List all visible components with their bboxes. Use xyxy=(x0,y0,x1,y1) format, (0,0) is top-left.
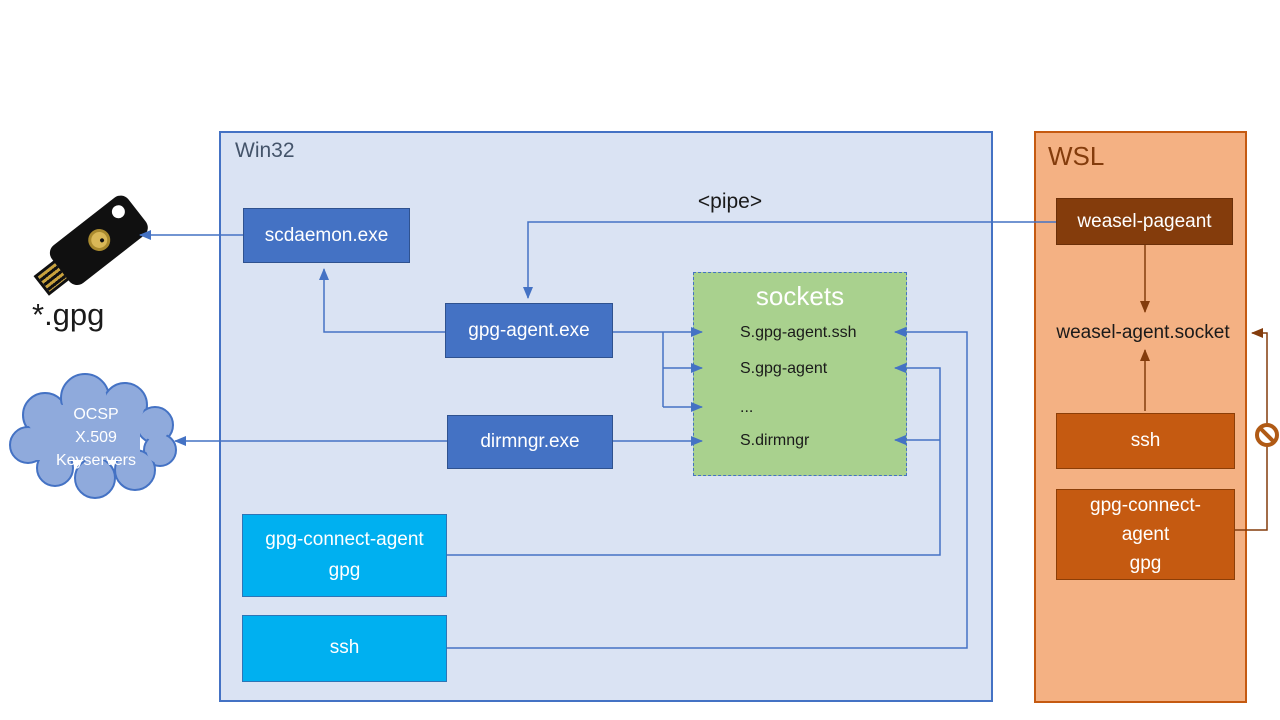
sockets-title: sockets xyxy=(755,281,845,311)
sockets-box: sockets S.gpg-agent.ssh S.gpg-agent ... … xyxy=(693,272,907,476)
scdaemon-box: scdaemon.exe xyxy=(243,208,410,263)
weasel-pageant-label: weasel-pageant xyxy=(1077,210,1212,232)
yubikey-keyring-hole xyxy=(109,202,128,221)
wsl-gpg-connect-agent-label-line2: agent xyxy=(1121,524,1170,545)
gpg-files-label: *.gpg xyxy=(32,297,105,332)
gpg-agent-label: gpg-agent.exe xyxy=(468,319,590,341)
wsl-ssh-label: ssh xyxy=(1130,430,1161,451)
win32-gpg-connect-agent-label-line2: gpg xyxy=(328,559,361,581)
keyserver-cloud-label: OCSP X.509 Keyservers xyxy=(15,403,177,472)
wsl-gpg-connect-agent-label-line3: gpg xyxy=(1129,553,1162,574)
gpg-agent-box: gpg-agent.exe xyxy=(445,303,613,358)
cloud-label-line3: Keyservers xyxy=(55,452,137,469)
cloud-label-line2: X.509 xyxy=(75,429,117,446)
socket-entry-dirmngr: S.dirmngr xyxy=(740,432,810,449)
yubikey-disc-dot xyxy=(99,237,105,244)
dirmngr-box: dirmngr.exe xyxy=(447,415,613,469)
win32-ssh-box: ssh xyxy=(242,615,447,682)
cloud-label-line1: OCSP xyxy=(73,406,119,423)
win32-gpg-connect-agent-label-line1: gpg-connect-agent xyxy=(265,529,424,551)
win32-title: Win32 xyxy=(235,139,295,162)
dirmngr-label: dirmngr.exe xyxy=(480,431,580,452)
yubikey-key-group xyxy=(26,191,152,305)
wsl-gpg-connect-agent-label-line1: gpg-connect- xyxy=(1090,495,1201,516)
socket-entry-gpg-agent: S.gpg-agent xyxy=(740,360,828,377)
wsl-title: WSL xyxy=(1048,141,1105,171)
socket-entry-ellipsis: ... xyxy=(740,399,754,416)
socket-entry-gpg-agent-ssh: S.gpg-agent.ssh xyxy=(740,324,857,341)
yubikey-icon xyxy=(22,191,158,300)
no-entry-icon xyxy=(1255,423,1279,447)
scdaemon-label: scdaemon.exe xyxy=(264,224,389,246)
weasel-pageant-box: weasel-pageant xyxy=(1056,198,1233,245)
pipe-label: <pipe> xyxy=(697,190,763,213)
win32-gpg-connect-agent-box: gpg-connect-agent gpg xyxy=(242,514,447,597)
wsl-gpg-connect-agent-box: gpg-connect- agent gpg xyxy=(1056,489,1235,580)
weasel-agent-socket-label: weasel-agent.socket xyxy=(1056,322,1230,343)
wsl-ssh-box: ssh xyxy=(1056,413,1235,469)
win32-ssh-label: ssh xyxy=(329,637,360,659)
yubikey-gold-disc xyxy=(83,224,115,256)
keyserver-cloud-icon xyxy=(9,373,177,499)
no-entry-slash xyxy=(1259,427,1275,443)
